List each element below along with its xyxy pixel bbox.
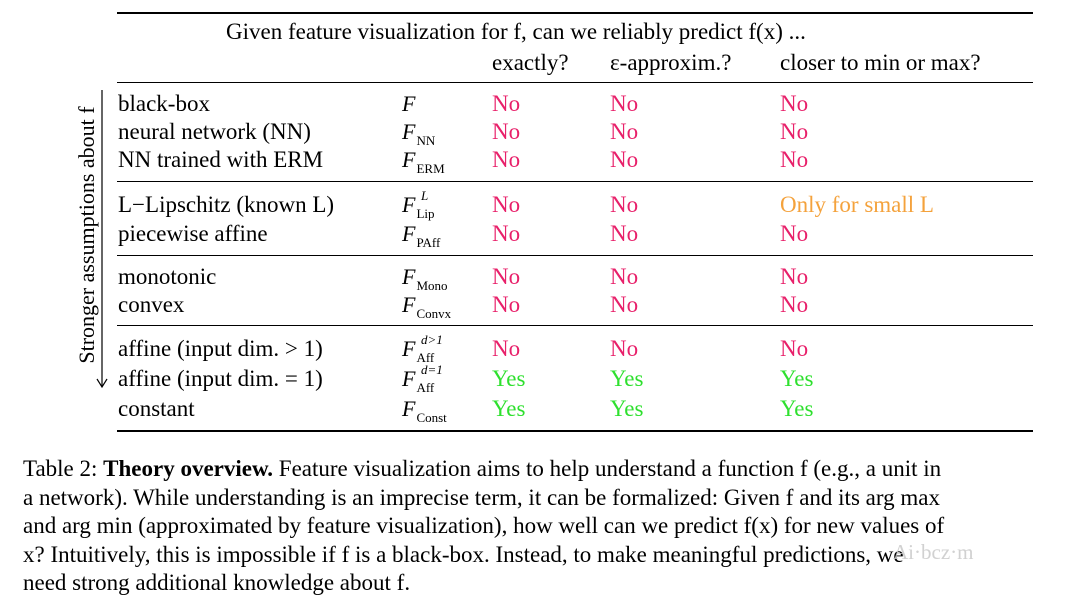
symbol-base: F — [402, 192, 416, 217]
symbol-subscript: Mono — [416, 278, 448, 293]
cell-minmax: Only for small L — [780, 192, 934, 217]
cell-exactly: No — [492, 264, 521, 289]
cell-approx: No — [610, 336, 639, 361]
symbol-base: F — [402, 336, 416, 361]
group-rule-2 — [117, 255, 1033, 257]
cell-exactly: No — [492, 147, 521, 172]
cell-minmax: Yes — [780, 396, 814, 421]
down-arrow-icon — [96, 90, 108, 389]
caption-line-4: x? Intuitively, this is impossible if f … — [23, 541, 904, 567]
cell-minmax: No — [780, 336, 809, 361]
row-label: black-box — [118, 91, 210, 116]
function-class-symbol: F — [402, 91, 415, 117]
symbol-base: F — [402, 221, 416, 246]
symbol-base: F — [402, 396, 416, 421]
col-header-minmax: closer to min or max? — [780, 50, 981, 75]
symbol-base: F — [402, 264, 416, 289]
symbol-base: F — [402, 292, 416, 317]
table-title: Given feature visualization for f, can w… — [226, 19, 806, 44]
caption-bold: Theory overview. — [103, 456, 274, 481]
caption-line-5: need strong additional knowledge about f… — [23, 570, 411, 596]
symbol-subscript: Const — [416, 410, 447, 425]
cell-approx: No — [610, 119, 639, 144]
row-label: NN trained with ERM — [118, 147, 324, 172]
row-label: neural network (NN) — [118, 119, 311, 144]
symbol-base: F — [402, 91, 416, 116]
caption-line-1: Feature visualization aims to help under… — [278, 456, 942, 481]
cell-minmax: No — [780, 91, 809, 116]
col-header-exactly: exactly? — [492, 50, 569, 75]
row-label: affine (input dim. > 1) — [118, 336, 323, 361]
cell-approx: No — [610, 192, 639, 217]
symbol-superscript: d>1 — [421, 332, 443, 347]
table-caption: Table 2: Theory overview. Feature visual… — [23, 455, 1063, 598]
function-class-symbol: FConst — [402, 396, 447, 425]
cell-minmax: Yes — [780, 366, 814, 391]
row-label: convex — [118, 292, 185, 317]
symbol-subscript: Lip — [416, 206, 435, 221]
symbol-base: F — [402, 366, 416, 391]
symbol-base: F — [402, 147, 416, 172]
cell-approx: Yes — [610, 366, 644, 391]
watermark: Ai·bcz·m — [893, 540, 974, 564]
symbol-superscript: d=1 — [421, 362, 443, 377]
row-label: piecewise affine — [118, 221, 268, 246]
symbol-superscript: L — [421, 188, 429, 203]
cell-exactly: No — [492, 192, 521, 217]
function-class-symbol: FNN — [402, 119, 435, 148]
table-bottom-rule — [117, 430, 1033, 432]
cell-exactly: No — [492, 221, 521, 246]
cell-exactly: No — [492, 119, 521, 144]
cell-approx: No — [610, 292, 639, 317]
row-label: constant — [118, 396, 195, 421]
function-class-symbol: FERM — [402, 147, 445, 176]
cell-approx: No — [610, 221, 639, 246]
symbol-subscript: Aff — [416, 380, 435, 395]
cell-exactly: Yes — [492, 396, 526, 421]
table-top-rule — [117, 12, 1033, 14]
cell-minmax: No — [780, 119, 809, 144]
cell-exactly: No — [492, 336, 521, 361]
cell-approx: No — [610, 264, 639, 289]
header-rule — [117, 82, 1033, 84]
cell-approx: No — [610, 91, 639, 116]
cell-approx: No — [610, 147, 639, 172]
function-class-symbol: FPAff — [402, 221, 440, 250]
symbol-subscript: Aff — [416, 350, 435, 365]
cell-minmax: No — [780, 147, 809, 172]
row-label: L−Lipschitz (known L) — [118, 192, 335, 217]
cell-exactly: No — [492, 292, 521, 317]
group-rule-1 — [117, 181, 1033, 183]
caption-line-3: and arg min (approximated by feature vis… — [23, 513, 945, 539]
cell-minmax: No — [780, 292, 809, 317]
cell-exactly: No — [492, 91, 521, 116]
row-label: affine (input dim. = 1) — [118, 366, 323, 391]
cell-minmax: No — [780, 264, 809, 289]
group-rule-3 — [117, 325, 1033, 327]
col-header-approx: ε-approxim.? — [610, 50, 732, 75]
symbol-subscript: PAff — [416, 235, 441, 250]
row-label: monotonic — [118, 264, 217, 289]
cell-minmax: No — [780, 221, 809, 246]
caption-line-2: a network). While understanding is an im… — [23, 484, 940, 510]
symbol-subscript: ERM — [416, 161, 445, 176]
symbol-subscript: Convx — [416, 306, 452, 321]
function-class-symbol: FConvx — [402, 292, 451, 321]
caption-prefix: Table 2: — [23, 456, 98, 481]
function-class-symbol: FMono — [402, 264, 448, 293]
cell-exactly: Yes — [492, 366, 526, 391]
symbol-base: F — [402, 119, 416, 144]
symbol-subscript: NN — [416, 133, 436, 148]
cell-approx: Yes — [610, 396, 644, 421]
